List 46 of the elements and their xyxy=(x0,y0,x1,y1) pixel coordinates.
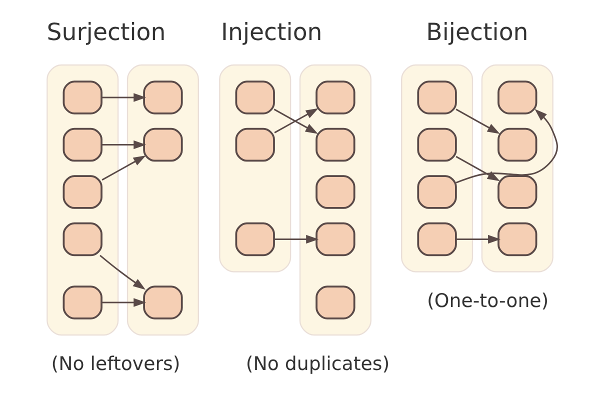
arrow xyxy=(100,254,146,290)
node-box xyxy=(62,286,102,320)
arrow xyxy=(456,109,558,184)
arrow xyxy=(456,156,500,182)
node-box xyxy=(316,128,356,162)
cluster xyxy=(299,64,372,336)
node-box xyxy=(498,175,538,209)
label: Surjection xyxy=(46,18,166,46)
label: (One-to-one) xyxy=(427,290,549,312)
node-box xyxy=(62,80,102,114)
node-box xyxy=(62,222,102,256)
cluster xyxy=(401,64,474,272)
node-box xyxy=(143,286,183,320)
node-box xyxy=(316,222,356,256)
arrow xyxy=(274,234,319,244)
node-box xyxy=(62,128,102,162)
node-box xyxy=(235,222,275,256)
node-box xyxy=(62,175,102,209)
node-box xyxy=(498,80,538,114)
arrow xyxy=(456,108,500,134)
node-box xyxy=(498,128,538,162)
arrow xyxy=(102,155,146,181)
label: (No leftovers) xyxy=(51,353,180,376)
cluster xyxy=(481,64,554,272)
cluster xyxy=(126,64,199,336)
label: Injection xyxy=(221,18,322,46)
label: Bijection xyxy=(426,18,528,46)
arrow xyxy=(456,234,501,244)
cluster xyxy=(46,64,119,336)
node-box xyxy=(143,128,183,162)
node-box xyxy=(316,80,356,114)
node-box xyxy=(316,175,356,209)
arrow xyxy=(102,93,146,102)
node-box xyxy=(235,80,275,114)
node-box xyxy=(143,80,183,114)
node-box xyxy=(235,128,275,162)
node-box xyxy=(417,175,457,209)
cluster xyxy=(219,64,292,272)
node-box xyxy=(417,222,457,256)
arrow xyxy=(102,140,146,150)
label: (No duplicates) xyxy=(246,353,390,376)
node-box xyxy=(417,80,457,114)
node-box xyxy=(417,128,457,162)
arrow xyxy=(102,298,146,307)
node-box xyxy=(316,286,356,320)
node-box xyxy=(498,222,538,256)
